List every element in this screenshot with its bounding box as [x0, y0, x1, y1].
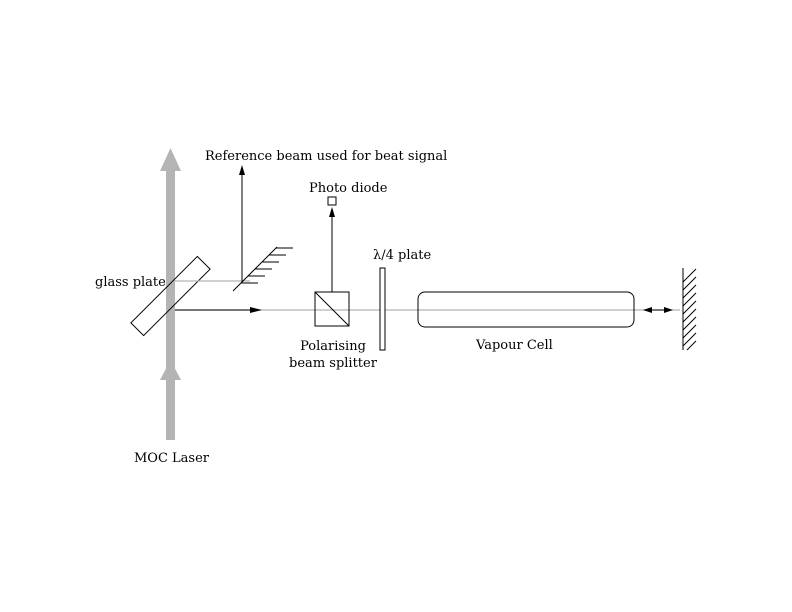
glass-plate-label: glass plate	[95, 275, 166, 290]
reference-beam-label: Reference beam used for beat signal	[205, 149, 448, 164]
laser-beam-shaft	[166, 170, 175, 440]
retro-reflection-arrow	[643, 307, 673, 313]
polarising-label-line1: Polarising	[300, 339, 366, 354]
grating-mirror	[232, 246, 293, 292]
polarising-label-line2: beam splitter	[289, 356, 377, 371]
vapour-cell-label: Vapour Cell	[476, 338, 553, 353]
laser-beam	[160, 148, 181, 440]
retro-mirror	[682, 268, 697, 351]
photo-diode-label: Photo diode	[309, 181, 388, 196]
probe-beam-arrow	[175, 307, 262, 313]
photo-diode	[327, 196, 337, 206]
glass-plate	[130, 255, 211, 337]
polarising-beam-splitter	[314, 291, 350, 327]
vapour-cell	[417, 291, 635, 328]
laser-beam-arrowhead-top	[160, 148, 181, 171]
photodiode-beam-arrow	[329, 207, 335, 292]
quarter-wave-plate	[379, 267, 386, 351]
reference-beam-arrow	[239, 165, 245, 283]
moc-laser-label: MOC Laser	[134, 451, 210, 466]
quarter-wave-plate-label: λ/4 plate	[373, 248, 432, 263]
laser-beam-arrowhead-mid	[160, 360, 181, 380]
